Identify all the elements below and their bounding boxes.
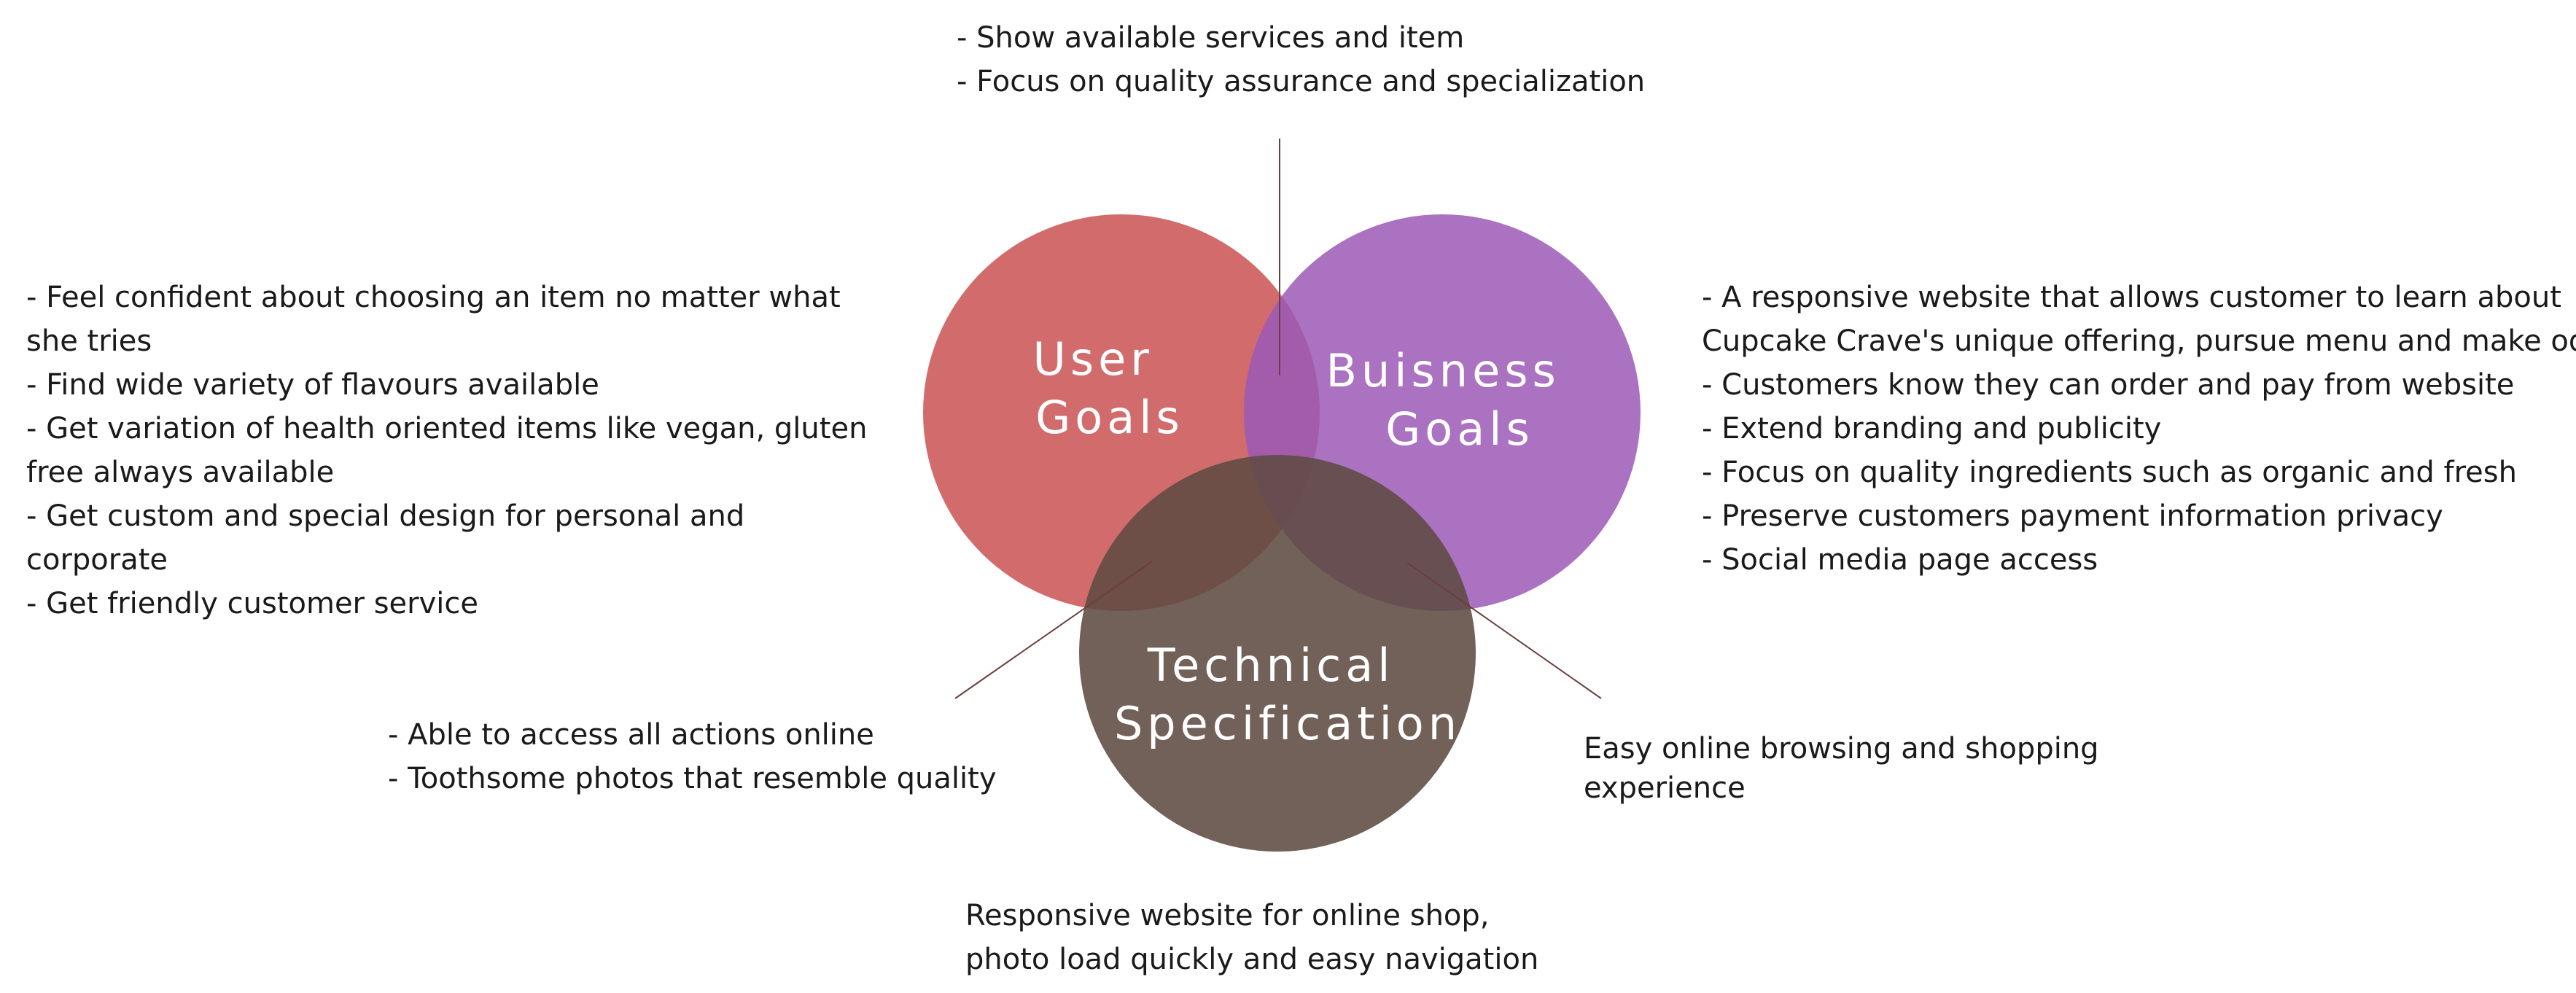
note-business-goals-line: - Customers know they can order and pay …: [1702, 368, 2515, 402]
note-user-goals-line: - Get friendly customer service: [26, 587, 478, 620]
note-bottom: Responsive website for online shop, phot…: [965, 894, 1538, 981]
note-business-goals-line: - Extend branding and publicity: [1702, 412, 2162, 445]
note-top: - Show available services and item - Foc…: [957, 16, 1645, 104]
note-bottom-right-line: experience: [1584, 771, 1746, 805]
note-top-line: - Focus on quality assurance and special…: [957, 65, 1646, 98]
note-bottom-line: photo load quickly and easy navigation: [965, 943, 1539, 976]
business-goals-label: Buisness Goals: [1326, 344, 1579, 456]
note-user-goals-line: - Get variation of health oriented items…: [26, 412, 868, 489]
note-bottom-line: Responsive website for online shop,: [965, 899, 1490, 932]
connector-line-right: [1406, 562, 1602, 699]
note-business-goals-line: Cupcake Crave's unique offering, pursue …: [1702, 324, 2576, 358]
note-business-goals: - A responsive website that allows custo…: [1702, 276, 2576, 582]
technical-specification-circle: [1079, 455, 1476, 852]
user-goals-label: User Goals: [1032, 332, 1183, 444]
note-user-goals: - Feel confident about choosing an item …: [26, 276, 887, 626]
note-bottom-right-line: Easy online browsing and shopping: [1584, 732, 2099, 766]
note-business-goals-line: - Preserve customers payment information…: [1702, 499, 2443, 533]
connector-line-left: [954, 561, 1153, 699]
note-top-line: - Show available services and item: [957, 21, 1465, 55]
note-bottom-left-line: - Toothsome photos that resemble quality: [388, 762, 997, 795]
note-business-goals-line: - Focus on quality ingredients such as o…: [1702, 456, 2517, 489]
note-bottom-right: Easy online browsing and shopping experi…: [1584, 729, 2099, 808]
note-bottom-left: - Able to access all actions online - To…: [388, 713, 997, 801]
note-business-goals-line: - Social media page access: [1702, 543, 2098, 577]
technical-specification-label: Technical Specification: [1114, 639, 1461, 750]
note-bottom-left-line: - Able to access all actions online: [388, 718, 874, 752]
note-user-goals-line: - Get custom and special design for pers…: [26, 499, 745, 577]
note-business-goals-line: - A responsive website that allows custo…: [1702, 281, 2561, 314]
note-user-goals-line: - Find wide variety of flavours availabl…: [26, 368, 599, 402]
note-user-goals-line: - Feel confident about choosing an item …: [26, 281, 841, 358]
